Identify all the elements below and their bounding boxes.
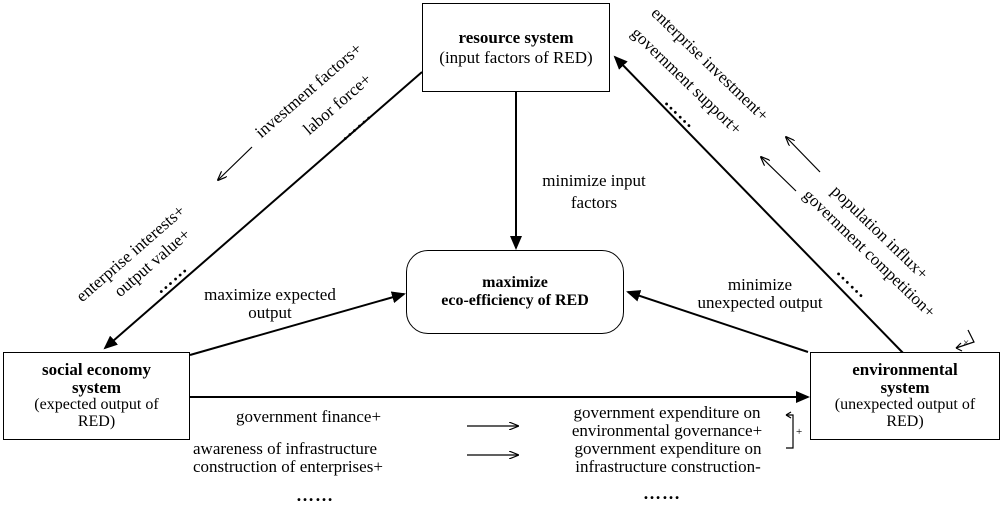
resource-system-node: resource system (input factors of RED) [422, 3, 610, 92]
bottom-dots-right: …… [643, 483, 681, 503]
minimize-input-line-2: factors [570, 193, 618, 213]
env-title-1: environmental [852, 360, 958, 380]
expenditure-infra-line-1: government expenditure on [574, 439, 762, 458]
maximize-expected-line-1: maximize expected [204, 285, 336, 304]
bottom-factor-awareness: awareness of infrastructure construction… [193, 440, 383, 476]
arrow-right-influence-1 [786, 137, 821, 173]
env-sub-2: RED) [886, 412, 924, 430]
minimize-unexpected-line-2: unexpected output [697, 292, 823, 312]
feedback-hook [955, 329, 975, 349]
arrow-left-influence [218, 146, 253, 180]
env-sub-1: (unexpected output of [834, 396, 976, 414]
social-sub-1: (expected output of [34, 396, 159, 414]
awareness-line-2: construction of enterprises+ [193, 456, 383, 476]
resource-system-subtitle: (input factors of RED) [439, 47, 593, 67]
bottom-expenditure-infra: government expenditure on infrastructure… [552, 440, 784, 476]
maximize-expected-label: maximize expected output [185, 286, 355, 322]
arrow-social-to-center [189, 291, 406, 356]
social-sub-2: RED) [77, 412, 116, 430]
minimize-input-line-1: minimize input [542, 171, 646, 190]
minimize-unexpected-label: minimize unexpected output [680, 276, 840, 312]
minimize-unexpected-line-1: minimize [727, 275, 793, 294]
environmental-node: environmental system (unexpected output … [810, 352, 1000, 440]
arrow-resource-to-social [103, 71, 423, 350]
social-title-2: system [71, 378, 122, 398]
minimize-input-label: minimize input factors [528, 170, 660, 214]
maximize-expected-line-2: output [248, 302, 292, 322]
center-line-2: eco-efficiency of RED [441, 292, 589, 309]
social-economy-node: social economy system (expected output o… [3, 352, 190, 440]
feedback-sign: × [963, 337, 970, 349]
bottom-factor-gov-finance: government finance+ [236, 407, 382, 426]
expenditure-env-line-2: environmental governance+ [571, 420, 763, 440]
resource-system-title: resource system [458, 27, 574, 47]
bottom-expenditure-env: government expenditure on environmental … [552, 404, 782, 440]
arrow-right-influence-2 [761, 157, 797, 192]
bracket-sign: + [796, 426, 803, 438]
arrow-environmental-to-resource [613, 55, 906, 356]
expenditure-infra-line-2: infrastructure construction- [575, 456, 761, 476]
social-title-1: social economy [41, 360, 152, 380]
env-title-2: system [880, 378, 930, 398]
eco-efficiency-node: maximize eco-efficiency of RED [406, 250, 624, 334]
arrow-environmental-to-center [626, 290, 809, 353]
expenditure-env-line-1: government expenditure on [573, 403, 761, 422]
bottom-dots-left: …… [296, 485, 334, 505]
center-line-1: maximize [482, 274, 548, 291]
awareness-line-1: awareness of infrastructure [193, 439, 378, 458]
expenditure-bracket [786, 414, 794, 449]
